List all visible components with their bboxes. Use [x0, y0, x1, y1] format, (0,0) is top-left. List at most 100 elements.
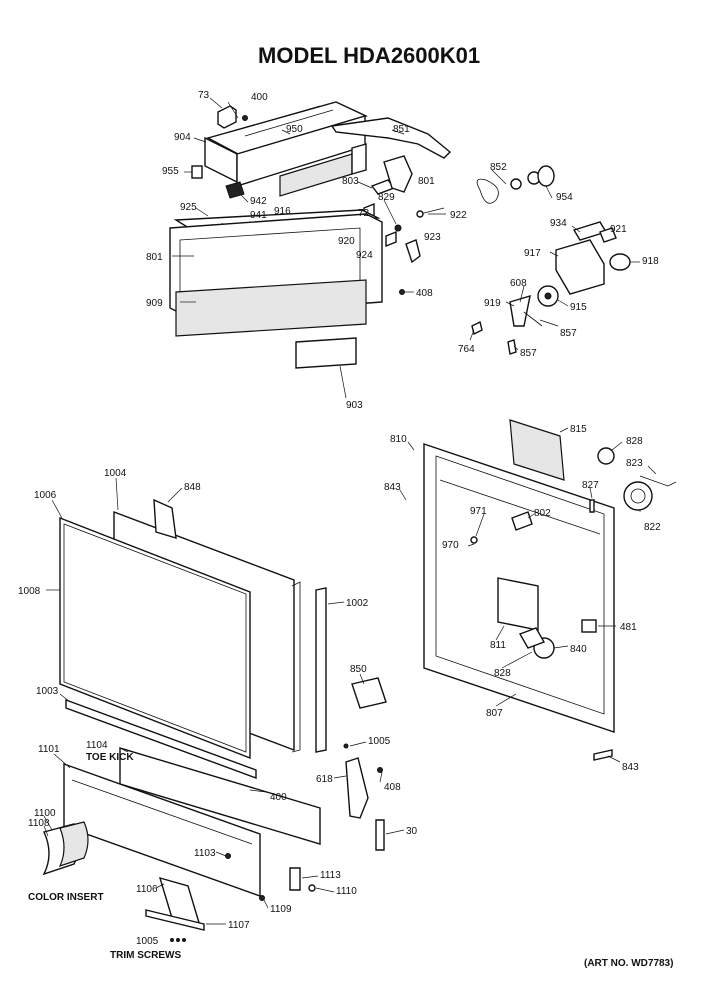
label-857-a: 857 — [560, 328, 577, 339]
label-904: 904 — [174, 132, 191, 143]
part-917-bracket — [555, 239, 605, 295]
part-1113 — [289, 867, 301, 891]
label-807: 807 — [486, 708, 503, 719]
part-1003-trim — [65, 698, 257, 780]
part-822-dial — [623, 481, 653, 511]
control-panel-assembly — [169, 101, 631, 369]
label-815: 815 — [570, 424, 587, 435]
outer-door-assembly — [59, 498, 327, 780]
label-828-wheel: 828 — [494, 668, 511, 679]
label-1008: 1008 — [18, 586, 41, 597]
label-1109: 1109 — [270, 904, 292, 915]
part-408-screw-lower — [377, 767, 383, 773]
part-909-panel — [175, 279, 367, 337]
label-408: 408 — [416, 288, 433, 299]
label-919: 919 — [484, 298, 501, 309]
part-828-knob — [597, 447, 615, 465]
label-1108: 1108 — [28, 818, 50, 829]
label-801-handle: 801 — [418, 176, 435, 187]
label-843-b: 843 — [622, 762, 639, 773]
label-954: 954 — [556, 192, 573, 203]
label-857-b: 857 — [520, 348, 537, 359]
part-843-clip — [593, 749, 613, 761]
label-828-knob: 828 — [626, 436, 643, 447]
part-851-latch — [330, 117, 452, 159]
part-802 — [511, 511, 533, 531]
label-970: 970 — [442, 540, 459, 551]
part-1008-door-panel — [59, 516, 251, 760]
part-942-knob — [225, 181, 245, 199]
part-921 — [599, 227, 617, 243]
part-73-bracket — [217, 105, 237, 129]
label-1113: 1113 — [320, 870, 341, 881]
label-823: 823 — [626, 458, 643, 469]
part-1002-trim — [315, 587, 327, 753]
label-408-lower: 408 — [384, 782, 401, 793]
label-925: 925 — [180, 202, 197, 213]
label-1005-a: 1005 — [368, 736, 391, 747]
caption-trim-screws: TRIM SCREWS — [110, 950, 181, 961]
label-955: 955 — [162, 166, 179, 177]
toe-kick-assembly — [42, 747, 321, 942]
label-618: 618 — [316, 774, 333, 785]
label-1106: 1106 — [136, 884, 158, 895]
part-1109 — [259, 895, 265, 901]
part-764 — [471, 320, 483, 336]
label-803: 803 — [342, 176, 359, 187]
label-924: 924 — [356, 250, 373, 261]
label-73: 73 — [198, 90, 210, 101]
label-1004: 1004 — [104, 468, 127, 479]
label-1110: 1110 — [336, 886, 357, 897]
label-1107: 1107 — [228, 920, 250, 931]
label-915: 915 — [570, 302, 587, 313]
part-955 — [191, 165, 203, 179]
label-1101: 1101 — [38, 744, 60, 755]
label-1002: 1002 — [346, 598, 369, 609]
label-801-frame: 801 — [146, 252, 163, 263]
part-400-screw — [242, 115, 248, 121]
label-971: 971 — [470, 506, 487, 517]
label-922: 922 — [450, 210, 467, 221]
label-400: 400 — [251, 92, 268, 103]
part-857-screw — [507, 339, 517, 355]
label-950: 950 — [286, 124, 303, 135]
part-481 — [581, 619, 597, 633]
label-802: 802 — [534, 508, 551, 519]
part-1107-strip — [145, 909, 205, 931]
label-1104: 1104 — [86, 740, 108, 751]
captions: TOE KICK COLOR INSERT TRIM SCREWS (ART N… — [28, 752, 673, 969]
label-942: 942 — [250, 196, 267, 207]
part-850 — [351, 677, 387, 709]
leader-lines — [43, 97, 657, 925]
part-840 — [518, 627, 546, 649]
part-1100-insert — [58, 821, 89, 867]
part-1110 — [308, 884, 316, 892]
label-923: 923 — [424, 232, 441, 243]
part-852 — [510, 178, 522, 190]
label-72: 72 — [358, 208, 370, 219]
label-481: 481 — [620, 622, 637, 633]
label-1006: 1006 — [34, 490, 57, 501]
part-1005-screw — [343, 743, 349, 749]
lower-center-parts — [343, 677, 387, 851]
label-1003: 1003 — [36, 686, 59, 697]
label-1103: 1103 — [194, 848, 216, 859]
art-number: (ART NO. WD7783) — [584, 958, 673, 969]
label-903: 903 — [346, 400, 363, 411]
part-618-hinge — [345, 757, 369, 819]
label-1100: 1100 — [34, 808, 56, 819]
part-923 — [405, 239, 421, 264]
part-801-handle — [383, 155, 413, 193]
part-829 — [394, 224, 402, 232]
label-822: 822 — [644, 522, 661, 533]
part-924 — [385, 230, 397, 248]
label-941: 941 — [250, 210, 267, 221]
label-934: 934 — [550, 218, 567, 229]
inner-door-assembly — [423, 419, 677, 761]
part-408-screw — [399, 289, 405, 295]
part-1103 — [225, 853, 231, 859]
part-903-panel — [295, 337, 357, 369]
label-843-a: 843 — [384, 482, 401, 493]
label-840: 840 — [570, 644, 587, 655]
